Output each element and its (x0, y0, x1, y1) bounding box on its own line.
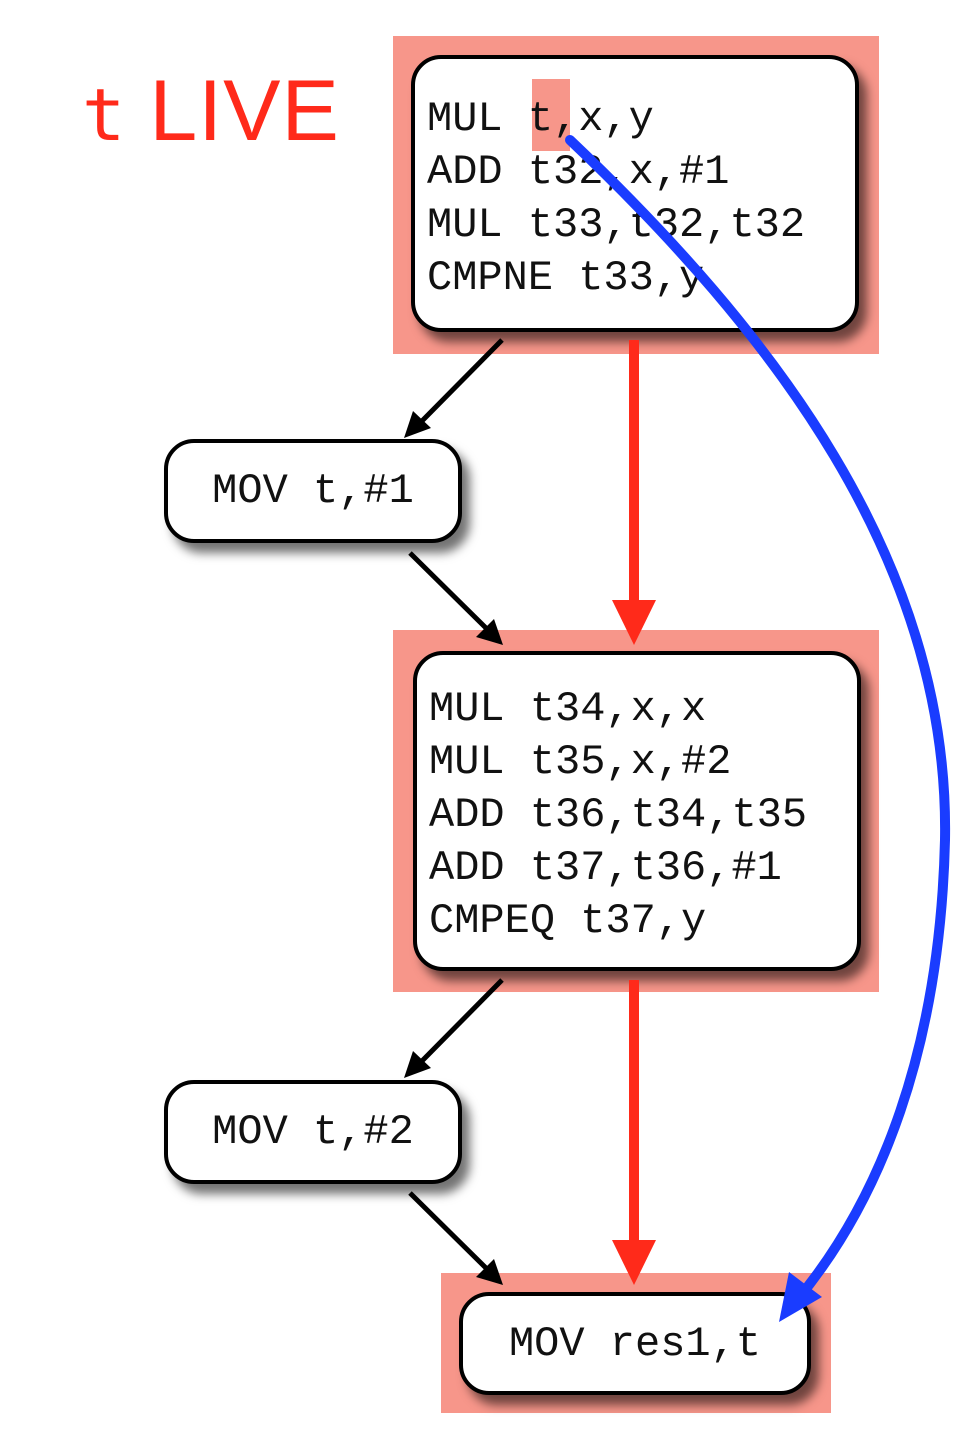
flow-edge-b4-b5 (408, 1191, 503, 1285)
block3-line-3: ADD t36,t34,t35 (429, 791, 808, 839)
live-edge-b1-b3 (612, 340, 656, 645)
basic-block-1: MUL t,x,y ADD t32,x,#1 MUL t33,t32,t32 C… (411, 55, 859, 332)
title-status: LIVE (149, 63, 340, 159)
title-variable: t (82, 73, 126, 157)
t-definition-highlight (532, 79, 570, 151)
block3-line-1: MUL t34,x,x (429, 685, 707, 733)
block3-line-5: CMPEQ t37,y (429, 897, 707, 945)
basic-block-2: MOV t,#1 (164, 439, 462, 543)
block5-line-1: MOV res1,t (508, 1320, 762, 1368)
block4-line-1: MOV t,#2 (212, 1108, 414, 1156)
liveness-title: t LIVE (82, 62, 340, 162)
block1-line-1: MUL t,x,y (427, 95, 654, 143)
flow-edge-b3-b4 (404, 978, 504, 1078)
basic-block-4: MOV t,#2 (164, 1080, 462, 1184)
block3-line-4: ADD t37,t36,#1 (429, 844, 782, 892)
flow-edge-b2-b3 (408, 551, 503, 645)
basic-block-3: MUL t34,x,x MUL t35,x,#2 ADD t36,t34,t35… (413, 651, 861, 971)
block1-line-2: ADD t32,x,#1 (427, 148, 730, 196)
def-use-arc (565, 135, 951, 1322)
basic-block-5: MOV res1,t (459, 1292, 811, 1395)
live-edge-b3-b5 (612, 980, 656, 1285)
flow-edge-b1-b2 (404, 338, 504, 438)
block3-line-2: MUL t35,x,#2 (429, 738, 732, 786)
block2-line-1: MOV t,#1 (212, 467, 414, 515)
